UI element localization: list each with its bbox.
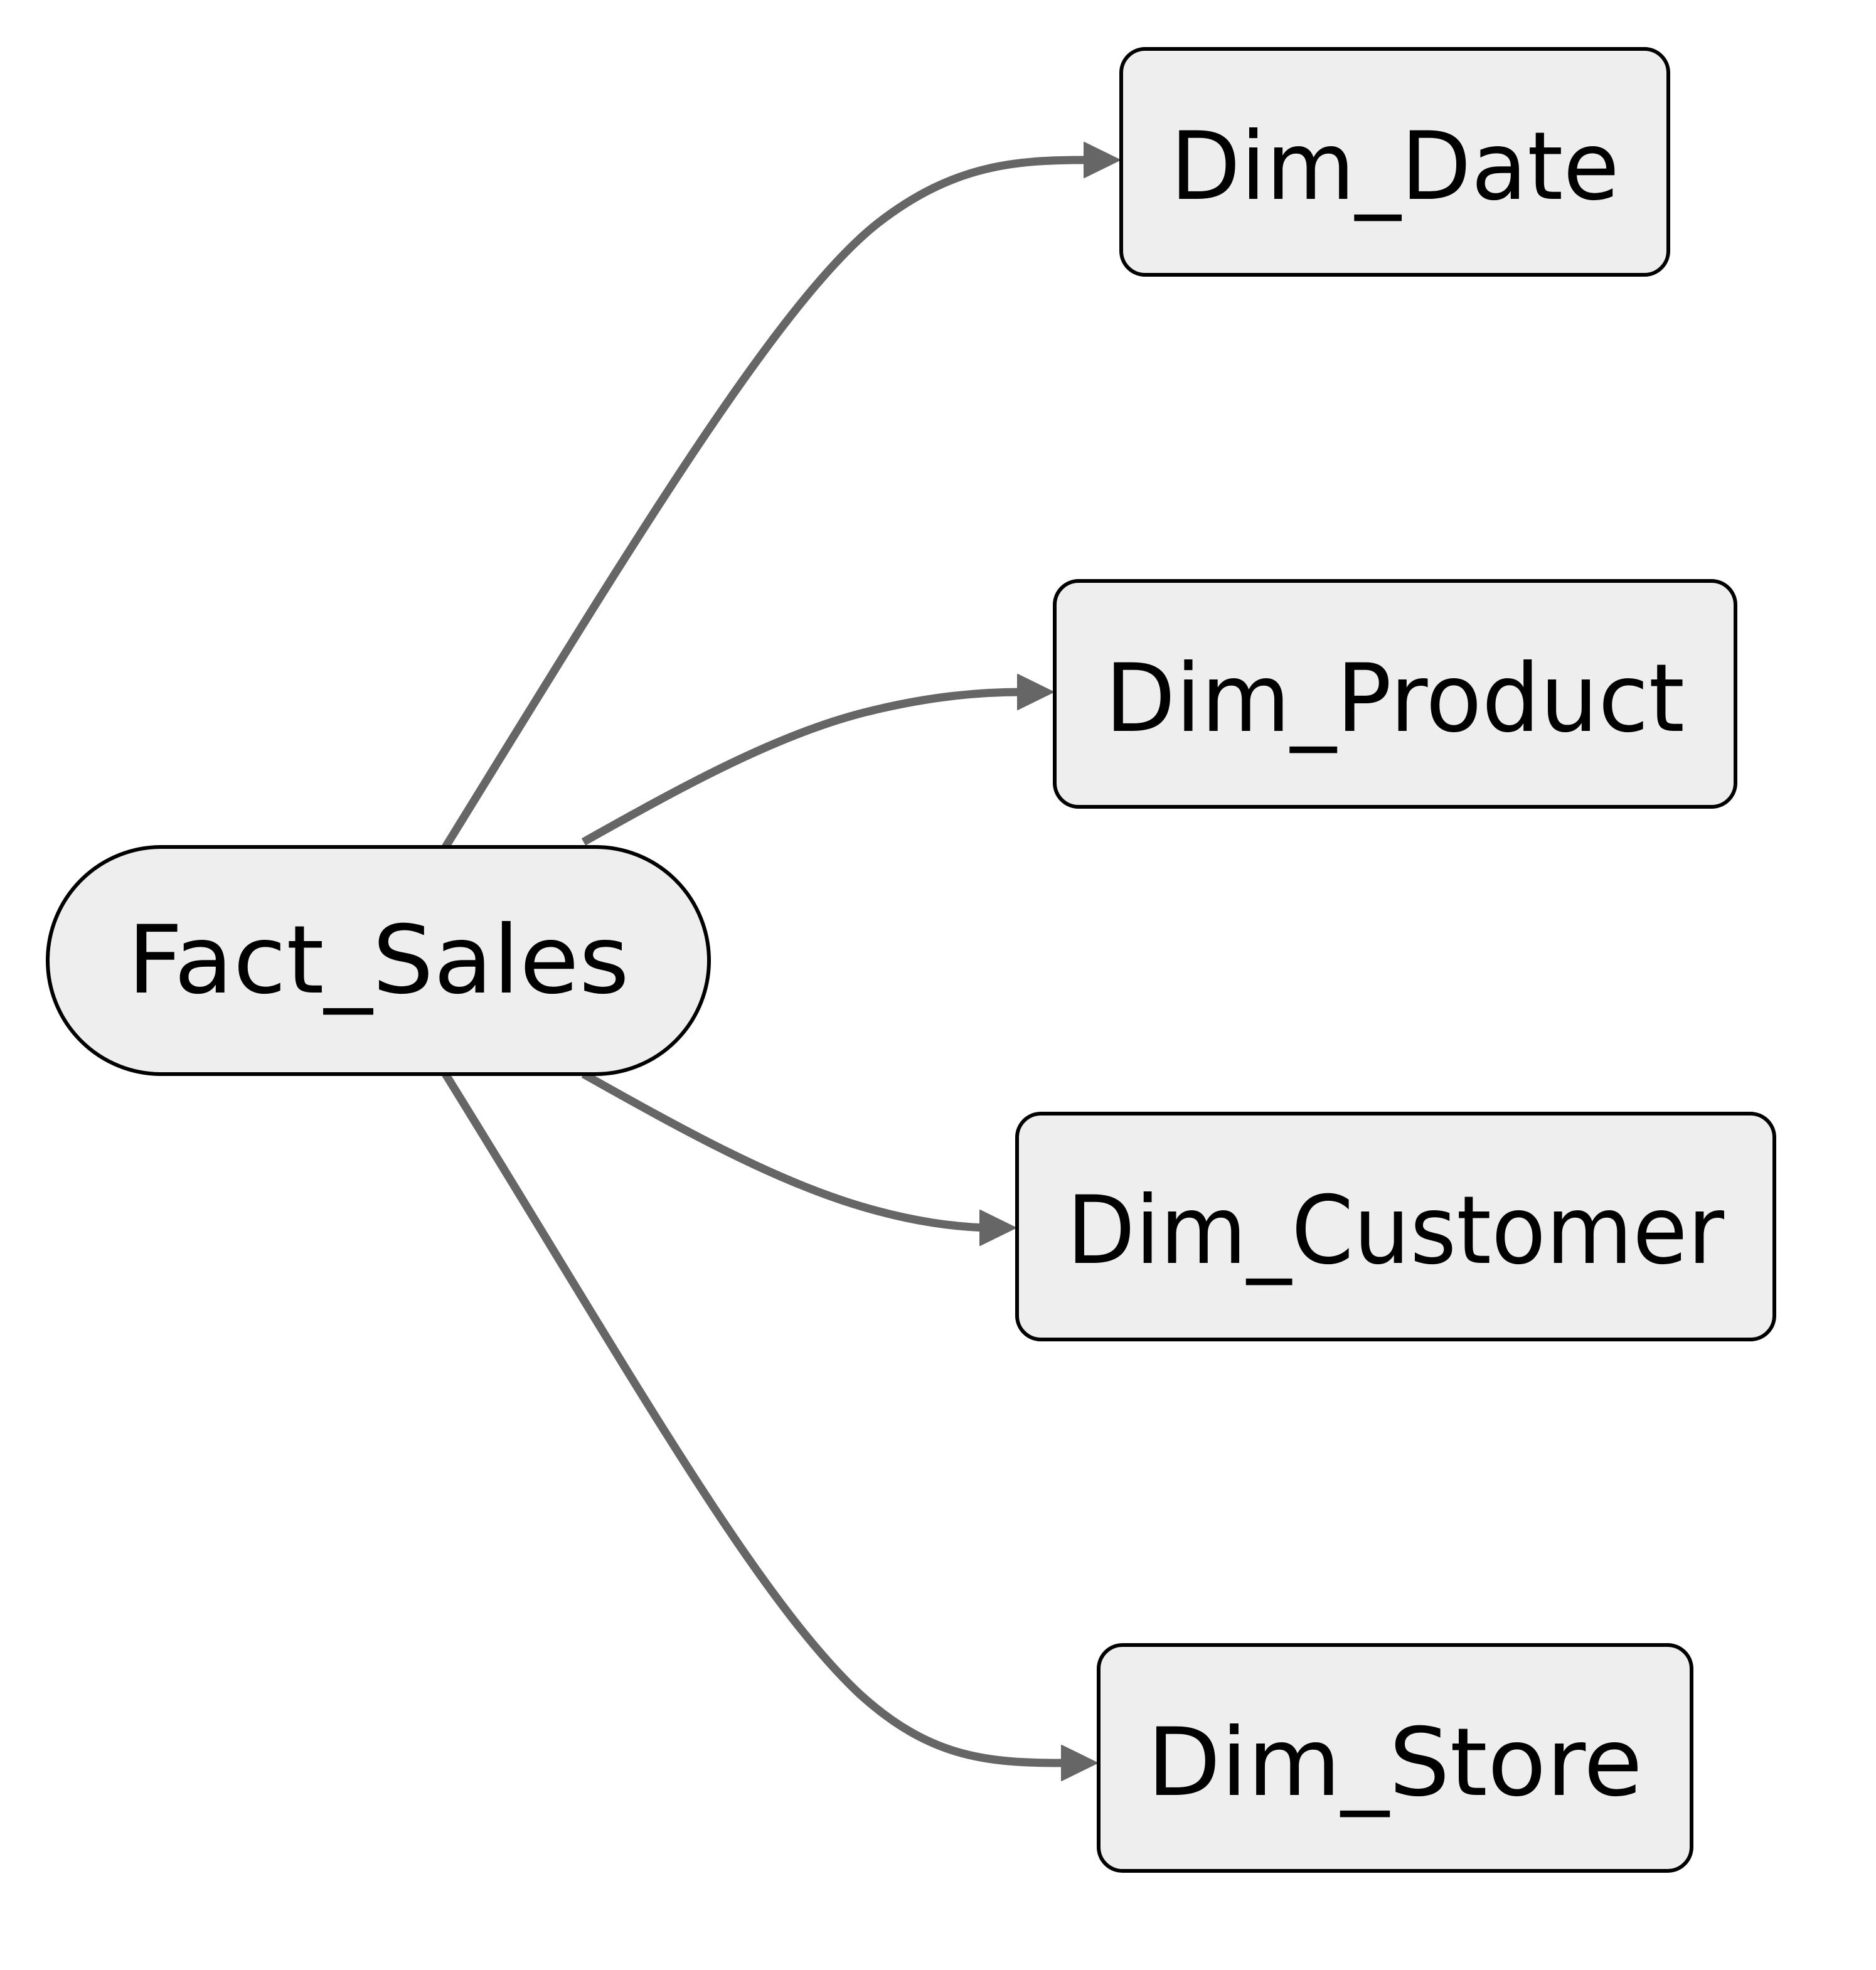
node-dim-customer[interactable]: Dim_Customer xyxy=(1015,1112,1776,1341)
edge-fact-sales-to-dim-product xyxy=(581,674,1054,846)
arrowhead-dim-customer xyxy=(979,1210,1016,1246)
dim-product-shape xyxy=(1053,579,1737,809)
dim-date-label: Dim_Date xyxy=(1170,112,1619,221)
nodes: Fact_Sales Dim_Date Dim_Product Dim_Cust… xyxy=(46,47,1776,1873)
node-dim-store[interactable]: Dim_Store xyxy=(1097,1643,1693,1873)
dim-store-shape xyxy=(1097,1643,1693,1873)
edge-fact-sales-to-dim-date xyxy=(442,142,1121,849)
fact-sales-label: Fact_Sales xyxy=(127,906,629,1015)
dim-customer-shape xyxy=(1015,1112,1776,1341)
edge-fact-sales-to-dim-store xyxy=(442,1072,1098,1781)
dim-date-shape xyxy=(1119,47,1670,277)
fact-sales-shape xyxy=(46,845,711,1076)
dim-product-label: Dim_Product xyxy=(1105,644,1685,753)
dim-customer-label: Dim_Customer xyxy=(1067,1176,1724,1286)
node-fact-sales[interactable]: Fact_Sales xyxy=(46,845,711,1076)
node-dim-date[interactable]: Dim_Date xyxy=(1119,47,1670,277)
dim-store-label: Dim_Store xyxy=(1147,1708,1643,1818)
node-dim-product[interactable]: Dim_Product xyxy=(1053,579,1737,809)
arrowhead-dim-product xyxy=(1017,674,1054,710)
edges xyxy=(442,142,1121,1781)
edge-fact-sales-to-dim-customer xyxy=(581,1070,1016,1246)
arrowhead-dim-date xyxy=(1084,142,1121,178)
arrowhead-dim-store xyxy=(1061,1745,1098,1781)
